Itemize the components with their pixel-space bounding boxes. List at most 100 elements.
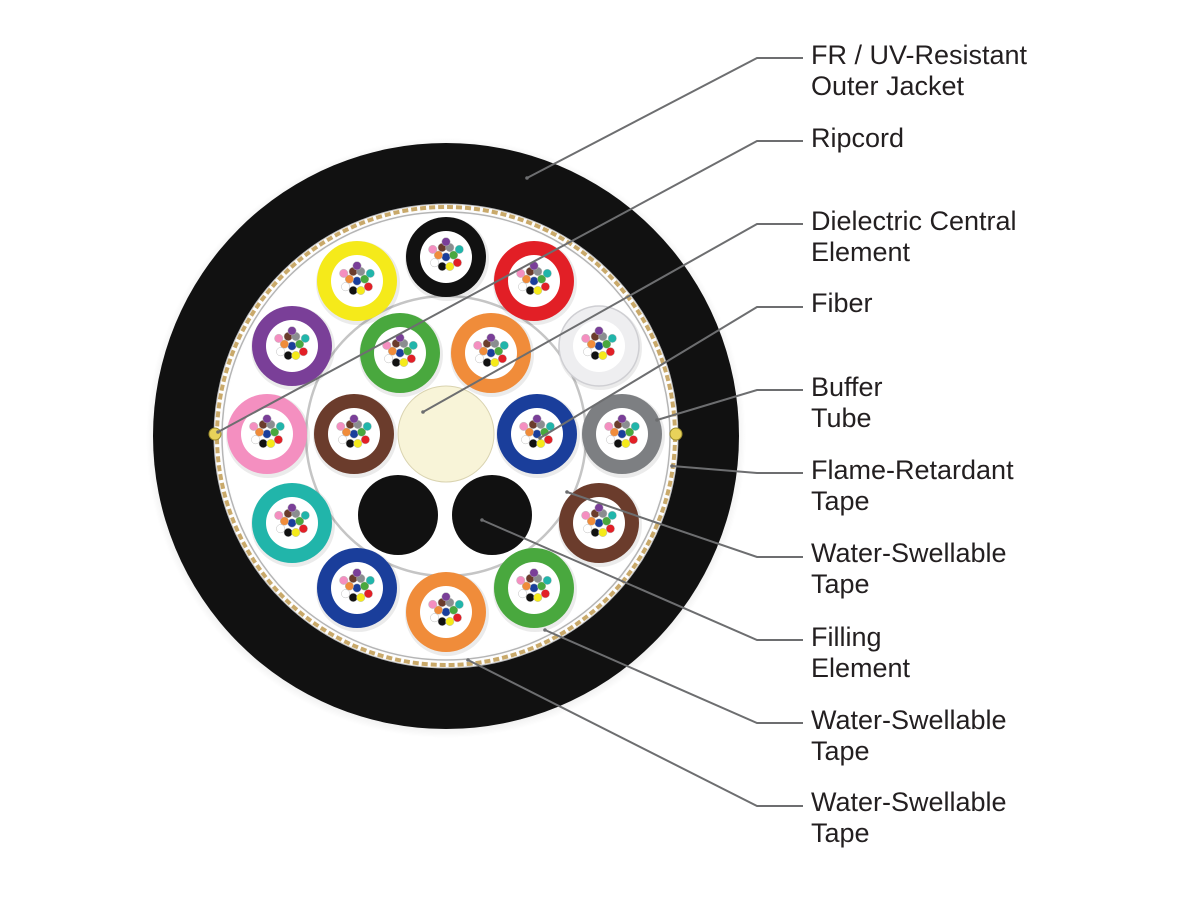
fiber (276, 524, 286, 534)
buffer-tube-outer-green (493, 548, 577, 632)
fiber (276, 347, 286, 357)
fiber (403, 346, 413, 356)
leader-water-swellable-tape-mid (544, 629, 803, 724)
leader-ripcord (217, 140, 803, 433)
fiber (486, 333, 496, 343)
leader-dot-flame-retardant-tape (670, 464, 674, 468)
fiber (605, 347, 615, 357)
fiber (445, 617, 455, 626)
label-fiber: Fiber (811, 288, 873, 318)
label-line: Water-Swellable (811, 787, 1007, 817)
fiber (362, 421, 372, 431)
fiber (609, 427, 619, 437)
fiber (524, 427, 534, 437)
fiber (543, 435, 553, 445)
fiber (518, 589, 528, 599)
fiber (529, 568, 539, 578)
fiber (598, 351, 608, 360)
label-line: Tape (811, 818, 870, 848)
fiber (437, 617, 447, 626)
fiber (602, 516, 612, 526)
label-line: Flame-Retardant (811, 455, 1014, 485)
leader-water-swellable-tape-outer (467, 659, 803, 807)
fiber (262, 429, 272, 439)
leader-dot-fiber (538, 436, 542, 440)
fiber (604, 421, 614, 431)
fiber (594, 326, 604, 336)
label-line: Water-Swellable (811, 705, 1007, 735)
label-line: Tape (811, 486, 870, 516)
fiber (499, 340, 509, 350)
buffer-tube-outer-black (405, 217, 489, 301)
fiber (449, 605, 459, 615)
buffer-tube-inner-brown (313, 394, 397, 478)
fiber (525, 593, 535, 602)
fiber (341, 589, 351, 599)
fiber (533, 593, 543, 602)
filling-element-left (358, 475, 438, 555)
fiber (273, 435, 283, 445)
fiber (598, 528, 608, 537)
fiber (428, 599, 438, 609)
fiber (529, 583, 539, 593)
label-line: Ripcord (811, 123, 904, 153)
label-line: Element (811, 237, 911, 267)
fiber (339, 575, 349, 585)
fiber (542, 268, 552, 278)
fiber (613, 439, 623, 448)
fiber (607, 333, 617, 343)
fiber (441, 252, 451, 262)
cable (146, 138, 746, 738)
fiber (617, 429, 627, 439)
fiber (363, 282, 373, 292)
fiber (473, 340, 483, 350)
fiber (452, 613, 462, 623)
ripcord-left (208, 427, 222, 441)
fiber (606, 435, 616, 445)
fiber (338, 435, 348, 445)
fiber (360, 435, 370, 445)
fiber (360, 581, 370, 591)
fiber (408, 340, 418, 350)
leader-dot-water-swellable-tape-mid (543, 628, 547, 632)
leader-dot-water-swellable-tape-outer (466, 658, 470, 662)
fiber (363, 589, 373, 599)
leader-jacket (526, 57, 803, 179)
fiber (279, 516, 289, 526)
fiber (428, 244, 438, 254)
fiber (529, 276, 539, 286)
fiber (617, 414, 627, 424)
fiber (291, 351, 301, 360)
fiber (287, 341, 297, 351)
fiber (344, 274, 354, 284)
fiber (357, 427, 367, 437)
fiber (605, 524, 615, 534)
fiber (341, 427, 351, 437)
label-line: Element (811, 653, 911, 683)
fiber (621, 439, 631, 448)
dielectric-central-element (397, 385, 495, 483)
leader-dot-filling-element (480, 518, 484, 522)
fiber (537, 274, 547, 284)
leader-central-element (422, 223, 803, 413)
leader-dot-buffer-tube (655, 418, 659, 422)
fiber (540, 282, 550, 292)
fiber (295, 516, 305, 526)
fiber (352, 583, 362, 593)
fiber (433, 250, 443, 260)
fiber (270, 427, 280, 437)
fiber (360, 274, 370, 284)
fiber (266, 439, 276, 448)
buffer-tube-outer-aqua (251, 483, 335, 567)
fiber (433, 605, 443, 615)
fiber (352, 276, 362, 286)
fiber (497, 354, 507, 364)
fiber (345, 439, 355, 448)
fiber (300, 510, 310, 520)
fiber (521, 435, 531, 445)
fiber (262, 414, 272, 424)
